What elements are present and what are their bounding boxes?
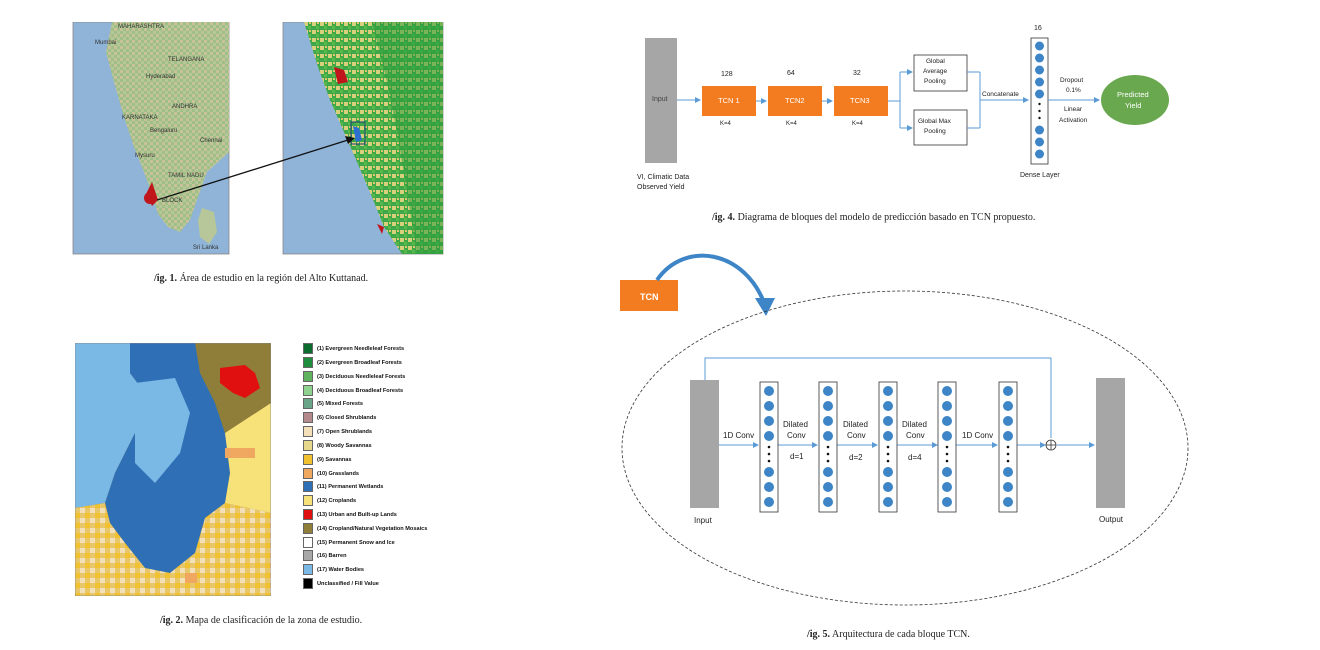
input-label: Input	[694, 516, 712, 525]
map-label: BLOCK	[162, 198, 183, 204]
legend-item: (8) Woody Savannas	[303, 440, 372, 451]
legend-item: (13) Urban and Built-up Lands	[303, 509, 397, 520]
tcn3-kernel: K=4	[852, 121, 863, 127]
legend-item: (9) Savannas	[303, 454, 352, 465]
legend-item: (1) Evergreen Needleleaf Forests	[303, 343, 404, 354]
tcn-prediction-diagram	[645, 37, 1169, 165]
tcn-block-3	[834, 86, 888, 116]
map-label: KARNATAKA	[122, 115, 158, 121]
tcn2-filters: 64	[787, 70, 795, 77]
tcn2-label: TCN2	[785, 96, 805, 105]
legend-item: (6) Closed Shrublands	[303, 412, 376, 423]
conv-label: 1D Conv	[962, 431, 994, 440]
map-label: ANDHRA	[172, 104, 198, 110]
dilated-conv-label: Dilated	[783, 420, 808, 429]
legend-item: (12) Croplands	[303, 495, 356, 506]
dense-layer-label: Dense Layer	[1020, 172, 1060, 179]
map-label: MAHARASHTRA	[118, 24, 165, 30]
layer-column	[759, 381, 779, 513]
dilation-label: d=1	[790, 452, 804, 461]
tcn2-kernel: K=4	[786, 121, 797, 127]
output-label: Output	[1099, 515, 1124, 524]
india-map	[72, 22, 230, 255]
dilated-conv-label: Conv	[906, 431, 925, 440]
global-average-pooling	[913, 54, 968, 92]
input-block	[645, 38, 677, 163]
input-label: Input	[652, 96, 668, 103]
kerala-map	[282, 22, 444, 255]
tcn-tag-label: TCN	[640, 292, 659, 302]
map-label: TELANGANA	[168, 57, 205, 63]
concatenate-label: Concatenate	[982, 91, 1019, 98]
legend-item: (4) Deciduous Broadleaf Forests	[303, 385, 403, 396]
tcn1-filters: 128	[721, 71, 733, 78]
gmp-label: Pooling	[924, 128, 946, 135]
map-label: Bengaluru	[150, 128, 178, 134]
figure-5-caption: /ig. 5. Arquitectura de cada bloque TCN.	[807, 629, 970, 640]
map-label: TAMIL NADU	[168, 173, 204, 179]
map-label: Chennai	[200, 138, 223, 144]
activation-label: Activation	[1059, 117, 1088, 124]
legend-item: Unclassified / Fill Value	[303, 578, 379, 589]
gmp-label: Global Max	[918, 118, 951, 125]
activation-label: Linear	[1064, 106, 1083, 113]
classification-map	[75, 343, 271, 596]
map-label: Sri Lanka	[193, 245, 219, 251]
tcn-block-architecture	[620, 253, 1189, 606]
figure-2-caption: /ig. 2. Mapa de clasificación de la zona…	[160, 615, 363, 626]
conv-label: 1D Conv	[723, 431, 755, 440]
map-label: Mumbai	[95, 40, 117, 46]
connector-arrow	[156, 139, 349, 201]
figure-4-caption: /ig. 4. Diagrama de bloques del modelo d…	[712, 212, 1036, 223]
layer-column	[937, 381, 957, 513]
tcn3-label: TCN3	[850, 96, 870, 105]
map-label: Mysuru	[135, 153, 155, 159]
predicted-yield-label: Predicted	[1117, 90, 1149, 99]
dilation-label: d=4	[908, 453, 922, 462]
layer-column	[878, 381, 898, 513]
gap-label: Pooling	[924, 78, 946, 85]
legend-item: (17) Water Bodies	[303, 564, 364, 575]
dilation-label: d=2	[849, 453, 863, 462]
tcn3-filters: 32	[853, 70, 861, 77]
dropout-label: Dropout	[1060, 77, 1084, 84]
dilated-conv-label: Conv	[787, 431, 806, 440]
global-max-pooling	[913, 109, 968, 146]
legend-item: (16) Barren	[303, 550, 347, 561]
tcn-tag	[620, 280, 678, 311]
layer-column	[818, 381, 838, 513]
legend-item: (3) Deciduous Needleleaf Forests	[303, 371, 405, 382]
dilated-conv-label: Dilated	[843, 420, 868, 429]
dilated-conv-label: Dilated	[902, 420, 927, 429]
tcn1-label: TCN 1	[718, 96, 740, 105]
dense-units: 16	[1034, 25, 1042, 32]
layer-column	[998, 381, 1018, 513]
legend-item: (2) Evergreen Broadleaf Forests	[303, 357, 402, 368]
tcn1-kernel: K=4	[720, 121, 731, 127]
input-description: VI, Climatic Data	[637, 174, 690, 181]
gap-label: Average	[923, 68, 948, 75]
map-label: Hyderabad	[146, 74, 176, 80]
study-area-maps	[72, 22, 444, 255]
tcn-block-1	[702, 86, 756, 116]
output-block	[1096, 378, 1125, 508]
dropout-value: 0.1%	[1066, 87, 1081, 94]
input-block	[690, 380, 719, 508]
legend-item: (7) Open Shrublands	[303, 426, 372, 437]
gap-label: Global	[926, 58, 945, 65]
predicted-yield-label: Yield	[1125, 101, 1142, 110]
legend-item: (15) Permanent Snow and Ice	[303, 537, 395, 548]
legend-item: (11) Permanent Wetlands	[303, 481, 383, 492]
legend-item: (14) Cropland/Natural Vegetation Mosaics	[303, 523, 427, 534]
legend-item: (10) Grasslands	[303, 468, 359, 479]
predicted-yield-node	[1101, 75, 1169, 125]
dilated-conv-label: Conv	[847, 431, 866, 440]
figure-1-caption: /ig. 1. Área de estudio en la región del…	[154, 273, 369, 284]
legend-item: (5) Mixed Forests	[303, 398, 363, 409]
tcn-block-2	[768, 86, 822, 116]
input-description: Observed Yield	[637, 184, 685, 191]
